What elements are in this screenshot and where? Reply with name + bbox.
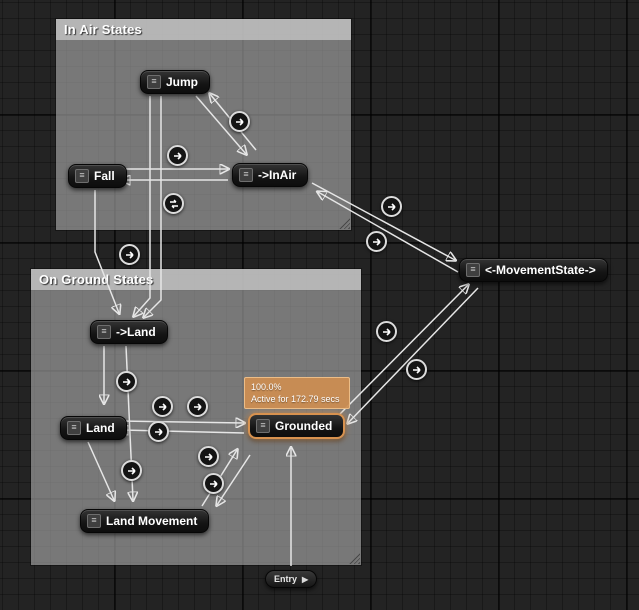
state-node-land[interactable]: ≡ Land: [60, 416, 127, 440]
state-node-movementstate[interactable]: ≡ <-MovementState->: [459, 258, 608, 282]
arrow-icon: [158, 402, 167, 411]
transition-rule-icon[interactable]: [187, 396, 208, 417]
state-label: Jump: [166, 75, 199, 89]
arrow-icon: [204, 452, 213, 461]
state-label: ->InAir: [258, 168, 297, 182]
arrow-icon: [235, 117, 244, 126]
state-label: Fall: [94, 169, 115, 183]
arrow-icon: [125, 250, 134, 259]
state-label: ->Land: [116, 325, 156, 339]
state-node-jump[interactable]: ≡ Jump: [140, 70, 211, 94]
comment-title[interactable]: In Air States: [56, 19, 351, 40]
transition-rule-icon[interactable]: [116, 371, 137, 392]
transition-rule-icon[interactable]: [167, 145, 188, 166]
state-icon: ≡: [466, 263, 480, 277]
play-icon: ▶: [302, 574, 309, 584]
arrow-icon: [382, 327, 391, 336]
arrow-icon: [154, 427, 163, 436]
active-state-tooltip: 100.0% Active for 172.79 secs: [244, 377, 350, 409]
transition-rule-icon[interactable]: [152, 396, 173, 417]
arrow-icon: [387, 202, 396, 211]
state-node-fall[interactable]: ≡ Fall: [68, 164, 127, 188]
arrow-icon: [412, 365, 421, 374]
arrow-icon: [193, 402, 202, 411]
state-node-grounded[interactable]: ≡ Grounded: [248, 413, 346, 439]
state-label: Land Movement: [106, 514, 198, 528]
state-icon: ≡: [256, 419, 270, 433]
arrow-icon: [122, 377, 131, 386]
arrow-icon: [209, 479, 218, 488]
transition-rule-icon[interactable]: [366, 231, 387, 252]
active-percent: 100.0%: [251, 382, 282, 392]
transition-rule-icon[interactable]: [119, 244, 140, 265]
state-label: <-MovementState->: [485, 263, 596, 277]
state-icon: ≡: [87, 514, 101, 528]
entry-node[interactable]: Entry ▶: [265, 570, 318, 588]
comment-body: [56, 19, 351, 230]
state-node-to-land[interactable]: ≡ ->Land: [90, 320, 168, 344]
transition-rule-icon[interactable]: [406, 359, 427, 380]
transition-rule-icon[interactable]: [148, 421, 169, 442]
state-label: Grounded: [275, 419, 333, 433]
active-duration: Active for 172.79 secs: [251, 394, 340, 404]
state-icon: ≡: [147, 75, 161, 89]
transition-rule-icon[interactable]: [198, 446, 219, 467]
state-icon: ≡: [97, 325, 111, 339]
state-icon: ≡: [239, 168, 253, 182]
state-node-inair[interactable]: ≡ ->InAir: [232, 163, 309, 187]
transition-rule-icon[interactable]: [381, 196, 402, 217]
state-label: Land: [86, 421, 115, 435]
state-icon: ≡: [67, 421, 81, 435]
comment-resize-handle[interactable]: [349, 553, 360, 564]
state-icon: ≡: [75, 169, 89, 183]
transition-rule-icon[interactable]: [163, 193, 184, 214]
arrow-icon: [173, 151, 182, 160]
comment-box-in-air[interactable]: In Air States: [55, 18, 352, 231]
arrow-icon: [127, 466, 136, 475]
state-node-land-movement[interactable]: ≡ Land Movement: [80, 509, 210, 533]
arrow-icon: [372, 237, 381, 246]
comment-title[interactable]: On Ground States: [31, 269, 361, 290]
entry-label: Entry: [274, 574, 298, 584]
transition-rule-icon[interactable]: [229, 111, 250, 132]
transition-rule-icon[interactable]: [376, 321, 397, 342]
transition-rule-icon[interactable]: [121, 460, 142, 481]
transition-rule-icon[interactable]: [203, 473, 224, 494]
arrow-icon: [169, 199, 178, 208]
